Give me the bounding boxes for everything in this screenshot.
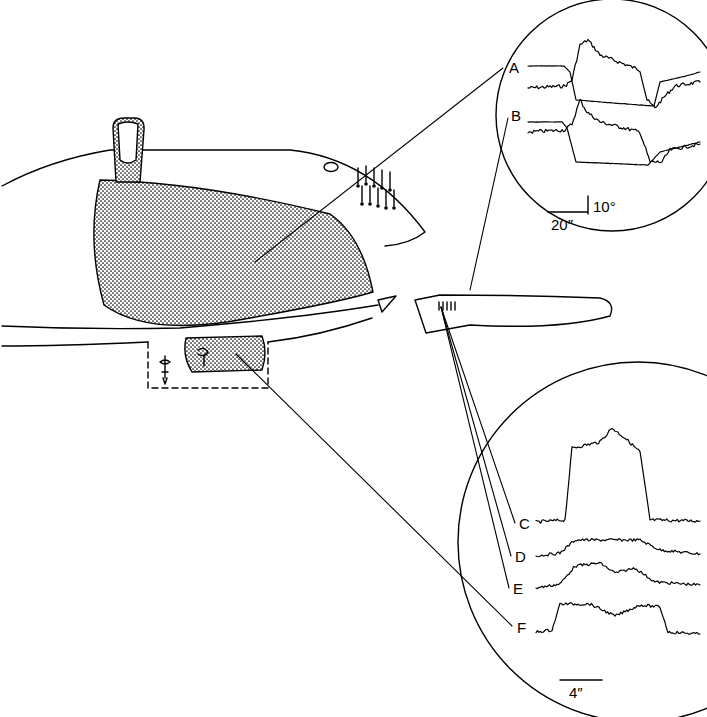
trace-letter: B [511,108,521,123]
recording-trace [536,429,700,524]
recording-trace [536,562,700,588]
trace-letter: A [509,60,519,75]
electrode-symbol [160,356,170,384]
recording-trace [536,539,700,557]
recording-trace [528,66,700,106]
inset-circle [496,0,707,231]
recording-trace [536,603,700,635]
lower-jaw [2,342,148,346]
eye [324,163,338,172]
scale-bar [548,196,588,214]
recording-traces [528,39,700,634]
scale-value: 4″ [569,685,583,700]
ampullae-marks [356,166,396,210]
scale-value: 10° [593,199,616,214]
stippled-region [185,336,265,372]
trace-letter: C [519,516,530,531]
recording-trace [528,39,700,107]
inset-circle [458,362,707,717]
process-outline [118,122,138,163]
recording-trace [528,122,700,165]
lower-jaw [268,318,372,342]
organ-outline [415,295,612,333]
trace-letter: F [517,620,526,635]
scale-value: 20″ [551,217,573,232]
trace-letter: D [515,549,526,564]
tooth [378,296,396,312]
stippled-process [113,118,144,182]
leader-lines [236,68,515,626]
recording-trace [528,99,700,162]
scale-bar [560,679,602,680]
electrode-symbol [198,348,208,366]
trace-letter: E [513,581,523,596]
